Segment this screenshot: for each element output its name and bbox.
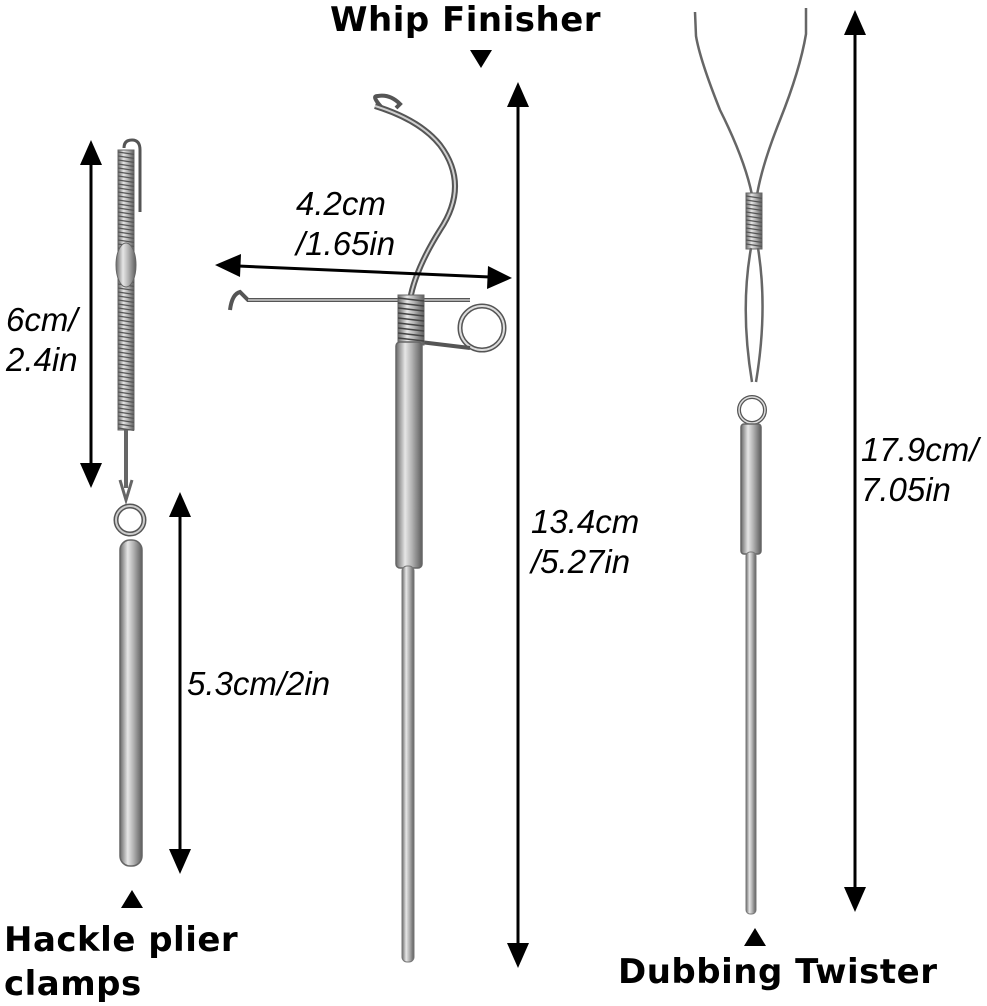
arrow-dubbing-length (844, 10, 866, 912)
whip-width-dimension: 4.2cm /1.65in (296, 185, 396, 262)
arrow-hackle-spring (80, 140, 102, 488)
hackle-handle-dimension: 5.3cm/2in (187, 665, 331, 702)
whip-finisher-pointer (470, 50, 492, 68)
hackle-plier-tool (113, 138, 147, 867)
dubbing-twister-tool (693, 8, 808, 915)
hackle-plier-title: Hackle plier clamps (4, 920, 239, 1004)
whip-finisher-title: Whip Finisher (330, 0, 602, 40)
whip-length-dimension: 13.4cm /5.27in (531, 503, 640, 580)
whip-finisher-tool (228, 93, 507, 963)
dimension-arrows (80, 10, 866, 968)
arrow-whip-width (215, 254, 512, 289)
dubbing-length-dimension: 17.9cm/ 7.05in (861, 431, 979, 508)
arrow-whip-length (507, 82, 529, 968)
arrow-hackle-handle (169, 492, 191, 874)
hackle-spring-dimension: 6cm/ 2.4in (6, 301, 78, 378)
dubbing-twister-pointer (744, 928, 766, 946)
dubbing-twister-title: Dubbing Twister (618, 952, 938, 992)
hackle-plier-pointer (121, 890, 143, 908)
